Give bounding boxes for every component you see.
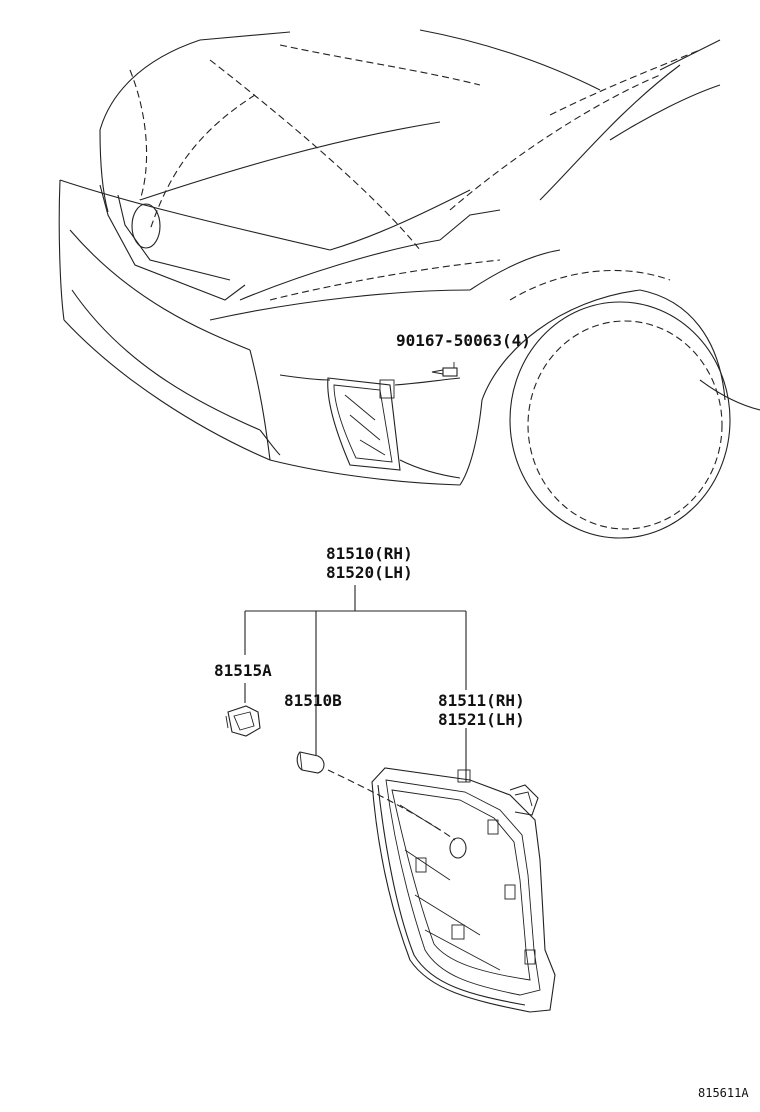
assembly-lh-part-number: 81520(LH) (326, 563, 413, 582)
figure-code: 815611A (698, 1086, 749, 1100)
lens-lh-part-number: 81521(LH) (438, 710, 525, 729)
assembly-rh-part-number: 81510(RH) (326, 544, 413, 563)
fog-lamp-lens-icon (371, 767, 556, 1013)
bulb-icon (296, 751, 325, 774)
callout-leader-lines (244, 585, 467, 782)
car-front-illustration (58, 29, 760, 539)
bulb-install-line (327, 769, 456, 841)
socket-icon (225, 705, 261, 737)
lens-rh-part-number: 81511(RH) (438, 691, 525, 710)
bulb-part-number: 81510B (284, 691, 342, 710)
bolt-part-number: 90167-50063(4) (396, 331, 531, 350)
socket-part-number: 81515A (214, 661, 272, 680)
bolt-icon (431, 367, 458, 377)
